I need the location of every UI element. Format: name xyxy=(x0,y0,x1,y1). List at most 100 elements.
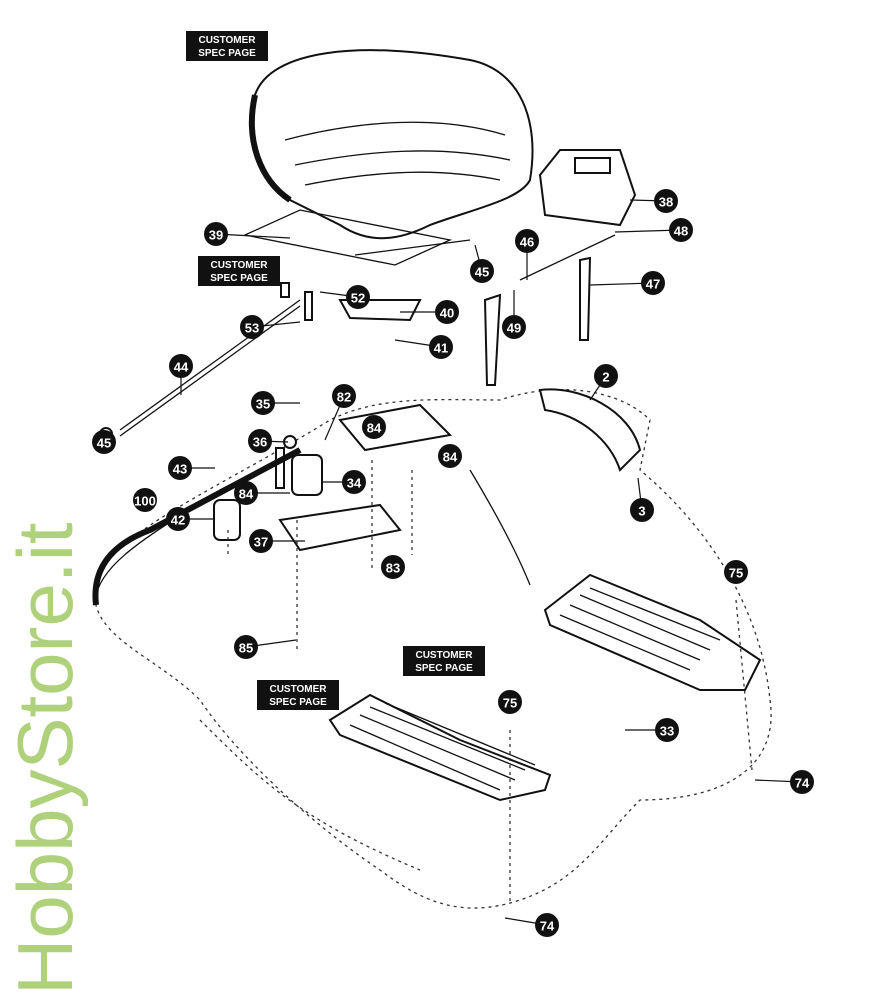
callout-circle xyxy=(240,315,264,339)
callout-number: 49 xyxy=(507,321,521,336)
part-callout-48: 48 xyxy=(669,218,693,242)
callout-circle xyxy=(168,456,192,480)
callout-circle xyxy=(535,913,559,937)
callout-circle xyxy=(724,560,748,584)
leader-dashes xyxy=(227,460,753,905)
callout-number: 38 xyxy=(659,195,673,210)
callout-number: 83 xyxy=(386,561,400,576)
part-callout-37: 37 xyxy=(249,529,273,553)
callout-number: 39 xyxy=(209,228,223,243)
seat xyxy=(242,49,534,266)
part-callout-82: 82 xyxy=(332,384,356,408)
callout-circle xyxy=(249,529,273,553)
callout-number: 52 xyxy=(351,291,365,306)
callout-number: 75 xyxy=(729,566,743,581)
callout-number: 82 xyxy=(337,390,351,405)
callout-circle xyxy=(429,335,453,359)
part-callout-75: 75 xyxy=(724,560,748,584)
callout-number: 74 xyxy=(540,919,555,934)
callout-number: 34 xyxy=(347,476,362,491)
part-callout-53: 53 xyxy=(240,315,264,339)
callout-number: 48 xyxy=(674,224,688,239)
callout-circle xyxy=(654,189,678,213)
callout-number: 46 xyxy=(520,235,534,250)
callout-circle xyxy=(594,364,618,388)
watermark: HobbyStore.it xyxy=(1,522,89,995)
part-callout-33: 33 xyxy=(655,718,679,742)
part-callout-40: 40 xyxy=(435,300,459,324)
callout-circle xyxy=(234,635,258,659)
rods xyxy=(483,234,616,386)
part-callout-41: 41 xyxy=(429,335,453,359)
part-callout-84: 84 xyxy=(438,444,462,468)
part-callout-74: 74 xyxy=(535,913,559,937)
part-callout-85: 85 xyxy=(234,635,258,659)
callout-number: 53 xyxy=(245,321,259,336)
callout-number: 100 xyxy=(134,494,156,509)
callout-circle xyxy=(204,222,228,246)
spec-label-line2: SPEC PAGE xyxy=(210,273,268,284)
footrest-left xyxy=(328,693,552,802)
callout-number: 35 xyxy=(256,397,270,412)
callout-number: 85 xyxy=(239,641,253,656)
callout-circle xyxy=(381,555,405,579)
spec-label-line2: SPEC PAGE xyxy=(269,697,327,708)
part-callout-45: 45 xyxy=(92,430,116,454)
callout-number: 44 xyxy=(174,360,189,375)
part-callout-2: 2 xyxy=(594,364,618,388)
part-callout-35: 35 xyxy=(251,391,275,415)
callout-circle xyxy=(342,470,366,494)
part-callout-75: 75 xyxy=(498,690,522,714)
part-callout-84: 84 xyxy=(362,415,386,439)
fender xyxy=(469,469,531,586)
callout-circle xyxy=(502,315,526,339)
callout-number: 37 xyxy=(254,535,268,550)
callout-number: 2 xyxy=(602,370,609,385)
callout-circle xyxy=(630,498,654,522)
part-callout-83: 83 xyxy=(381,555,405,579)
callout-number: 84 xyxy=(239,487,254,502)
callout-circle xyxy=(248,429,272,453)
callout-circle xyxy=(641,271,665,295)
part-callout-47: 47 xyxy=(641,271,665,295)
callout-number: 36 xyxy=(253,435,267,450)
shift-plate xyxy=(538,388,642,472)
part-callout-44: 44 xyxy=(169,354,193,378)
part-callout-49: 49 xyxy=(502,315,526,339)
part-callout-3: 3 xyxy=(630,498,654,522)
part-callout-42: 42 xyxy=(166,507,190,531)
callout-number: 84 xyxy=(443,450,458,465)
callout-circle xyxy=(362,415,386,439)
callout-circle xyxy=(251,391,275,415)
callout-number: 84 xyxy=(367,421,382,436)
spec-label-line2: SPEC PAGE xyxy=(198,48,256,59)
customer-spec-label: CUSTOMER SPEC PAGE xyxy=(186,31,268,61)
part-callout-46: 46 xyxy=(515,229,539,253)
spec-label-line1: CUSTOMER xyxy=(198,35,256,46)
part-callout-45: 45 xyxy=(470,259,494,283)
callout-number: 41 xyxy=(434,341,448,356)
callout-number: 42 xyxy=(171,513,185,528)
callout-circle xyxy=(655,718,679,742)
battery-cover xyxy=(538,149,637,227)
callout-number: 45 xyxy=(475,265,489,280)
callout-circle xyxy=(438,444,462,468)
part-callout-74: 74 xyxy=(790,770,814,794)
callout-circle xyxy=(346,285,370,309)
spec-label-line1: CUSTOMER xyxy=(210,260,268,271)
part-callout-52: 52 xyxy=(346,285,370,309)
part-callout-34: 34 xyxy=(342,470,366,494)
footrest-right xyxy=(543,573,762,691)
callout-circle xyxy=(435,300,459,324)
seat-hardware xyxy=(99,239,471,552)
spec-label-line2: SPEC PAGE xyxy=(415,663,473,674)
callout-circle xyxy=(669,218,693,242)
callout-number: 40 xyxy=(440,306,454,321)
callout-number: 75 xyxy=(503,696,517,711)
callout-circle xyxy=(133,488,157,512)
part-callout-100: 100 xyxy=(133,488,157,512)
callout-circle xyxy=(166,507,190,531)
callout-number: 43 xyxy=(173,462,187,477)
